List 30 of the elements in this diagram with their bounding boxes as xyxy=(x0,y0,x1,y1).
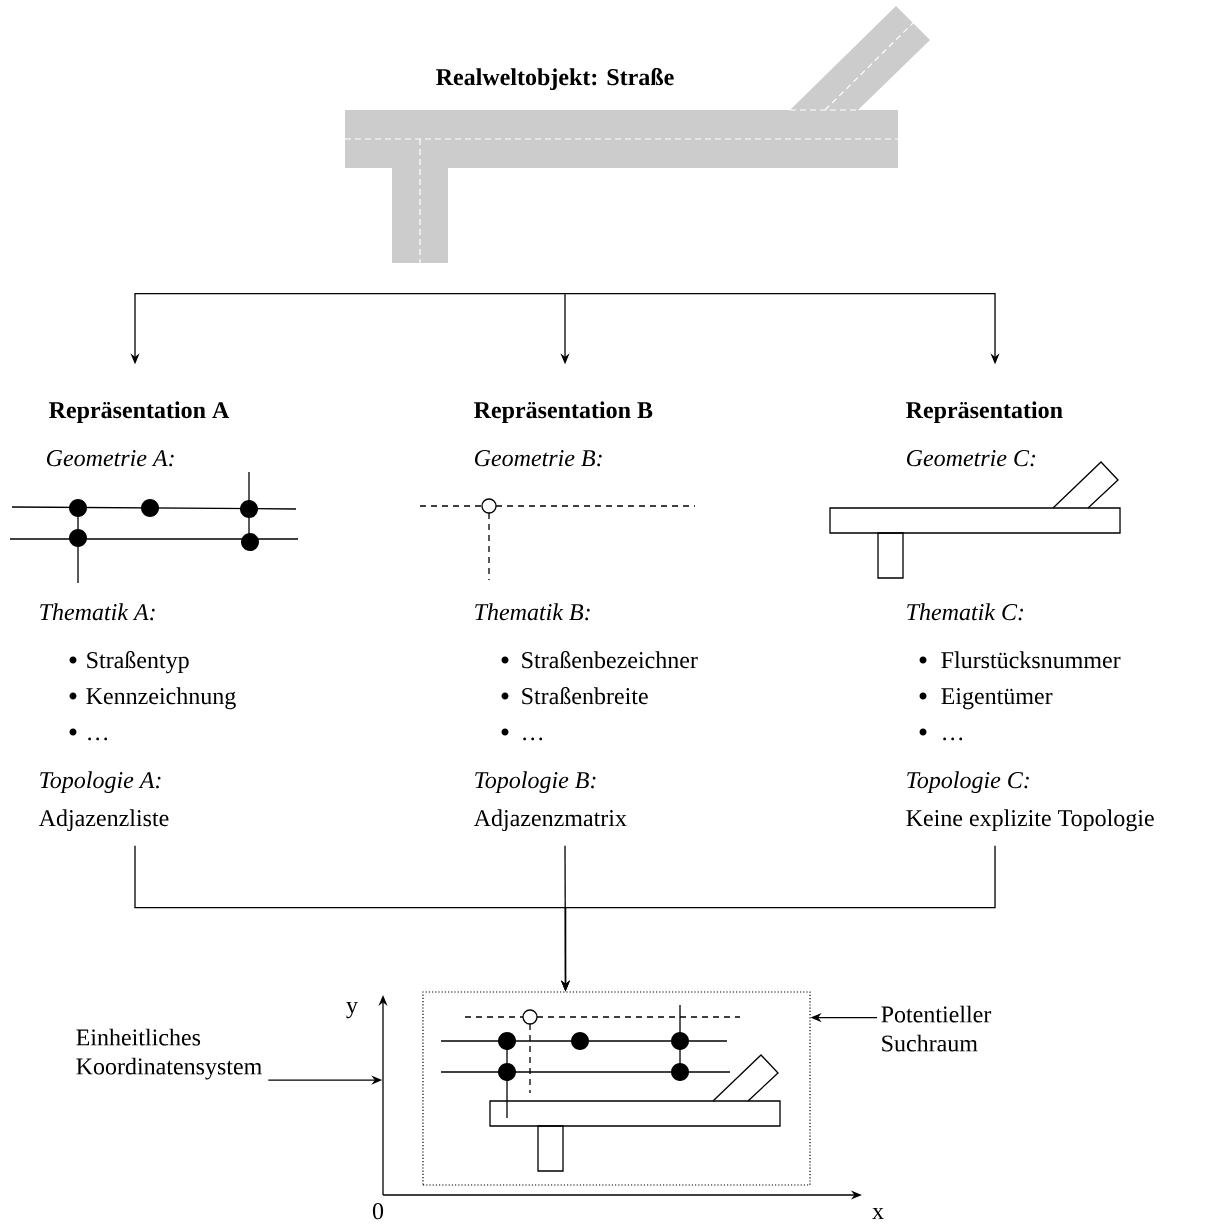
body-text: Adjazenzliste xyxy=(38,809,169,832)
list-item: … xyxy=(943,737,963,741)
annotation: Potentieller Suchraum xyxy=(881,1005,992,1052)
section-label: Topologie C: xyxy=(907,771,1029,794)
axis-label: 0 xyxy=(372,1203,384,1220)
section-label: Topologie B: xyxy=(475,771,596,794)
column-heading: Repräsentation xyxy=(906,401,1063,424)
axis-label: y xyxy=(346,1002,358,1019)
section-label: Thematik C: xyxy=(907,603,1024,621)
section-label: Geometrie C: xyxy=(907,450,1036,467)
annotation: Einheitliches Koordinatensystem xyxy=(76,1028,262,1080)
list-item: … xyxy=(523,737,543,741)
list-item: Straßenbreite xyxy=(522,687,648,705)
column-heading: Repräsentation A xyxy=(49,401,230,424)
axis-label: x xyxy=(872,1208,884,1219)
title: Realweltobjekt: Straße xyxy=(436,68,674,91)
section-label: Thematik B: xyxy=(475,603,590,621)
list-item: Straßentyp xyxy=(87,651,189,674)
body-text: Adjazenzmatrix xyxy=(473,809,627,832)
list-item: Flurstücksnummer xyxy=(941,651,1121,669)
body-text: Keine explizite Topologie xyxy=(906,809,1154,832)
list-item: … xyxy=(88,737,108,741)
list-item: Straßenbezeichner xyxy=(522,651,698,669)
section-label: Topologie A: xyxy=(40,771,161,794)
section-label: Geometrie A: xyxy=(46,450,174,467)
list-item: Eigentümer xyxy=(941,688,1053,710)
column-heading: Repräsentation B xyxy=(474,401,653,424)
section-label: Thematik A: xyxy=(40,603,155,621)
list-item: Kennzeichnung xyxy=(86,687,236,710)
section-label: Geometrie B: xyxy=(474,450,602,467)
